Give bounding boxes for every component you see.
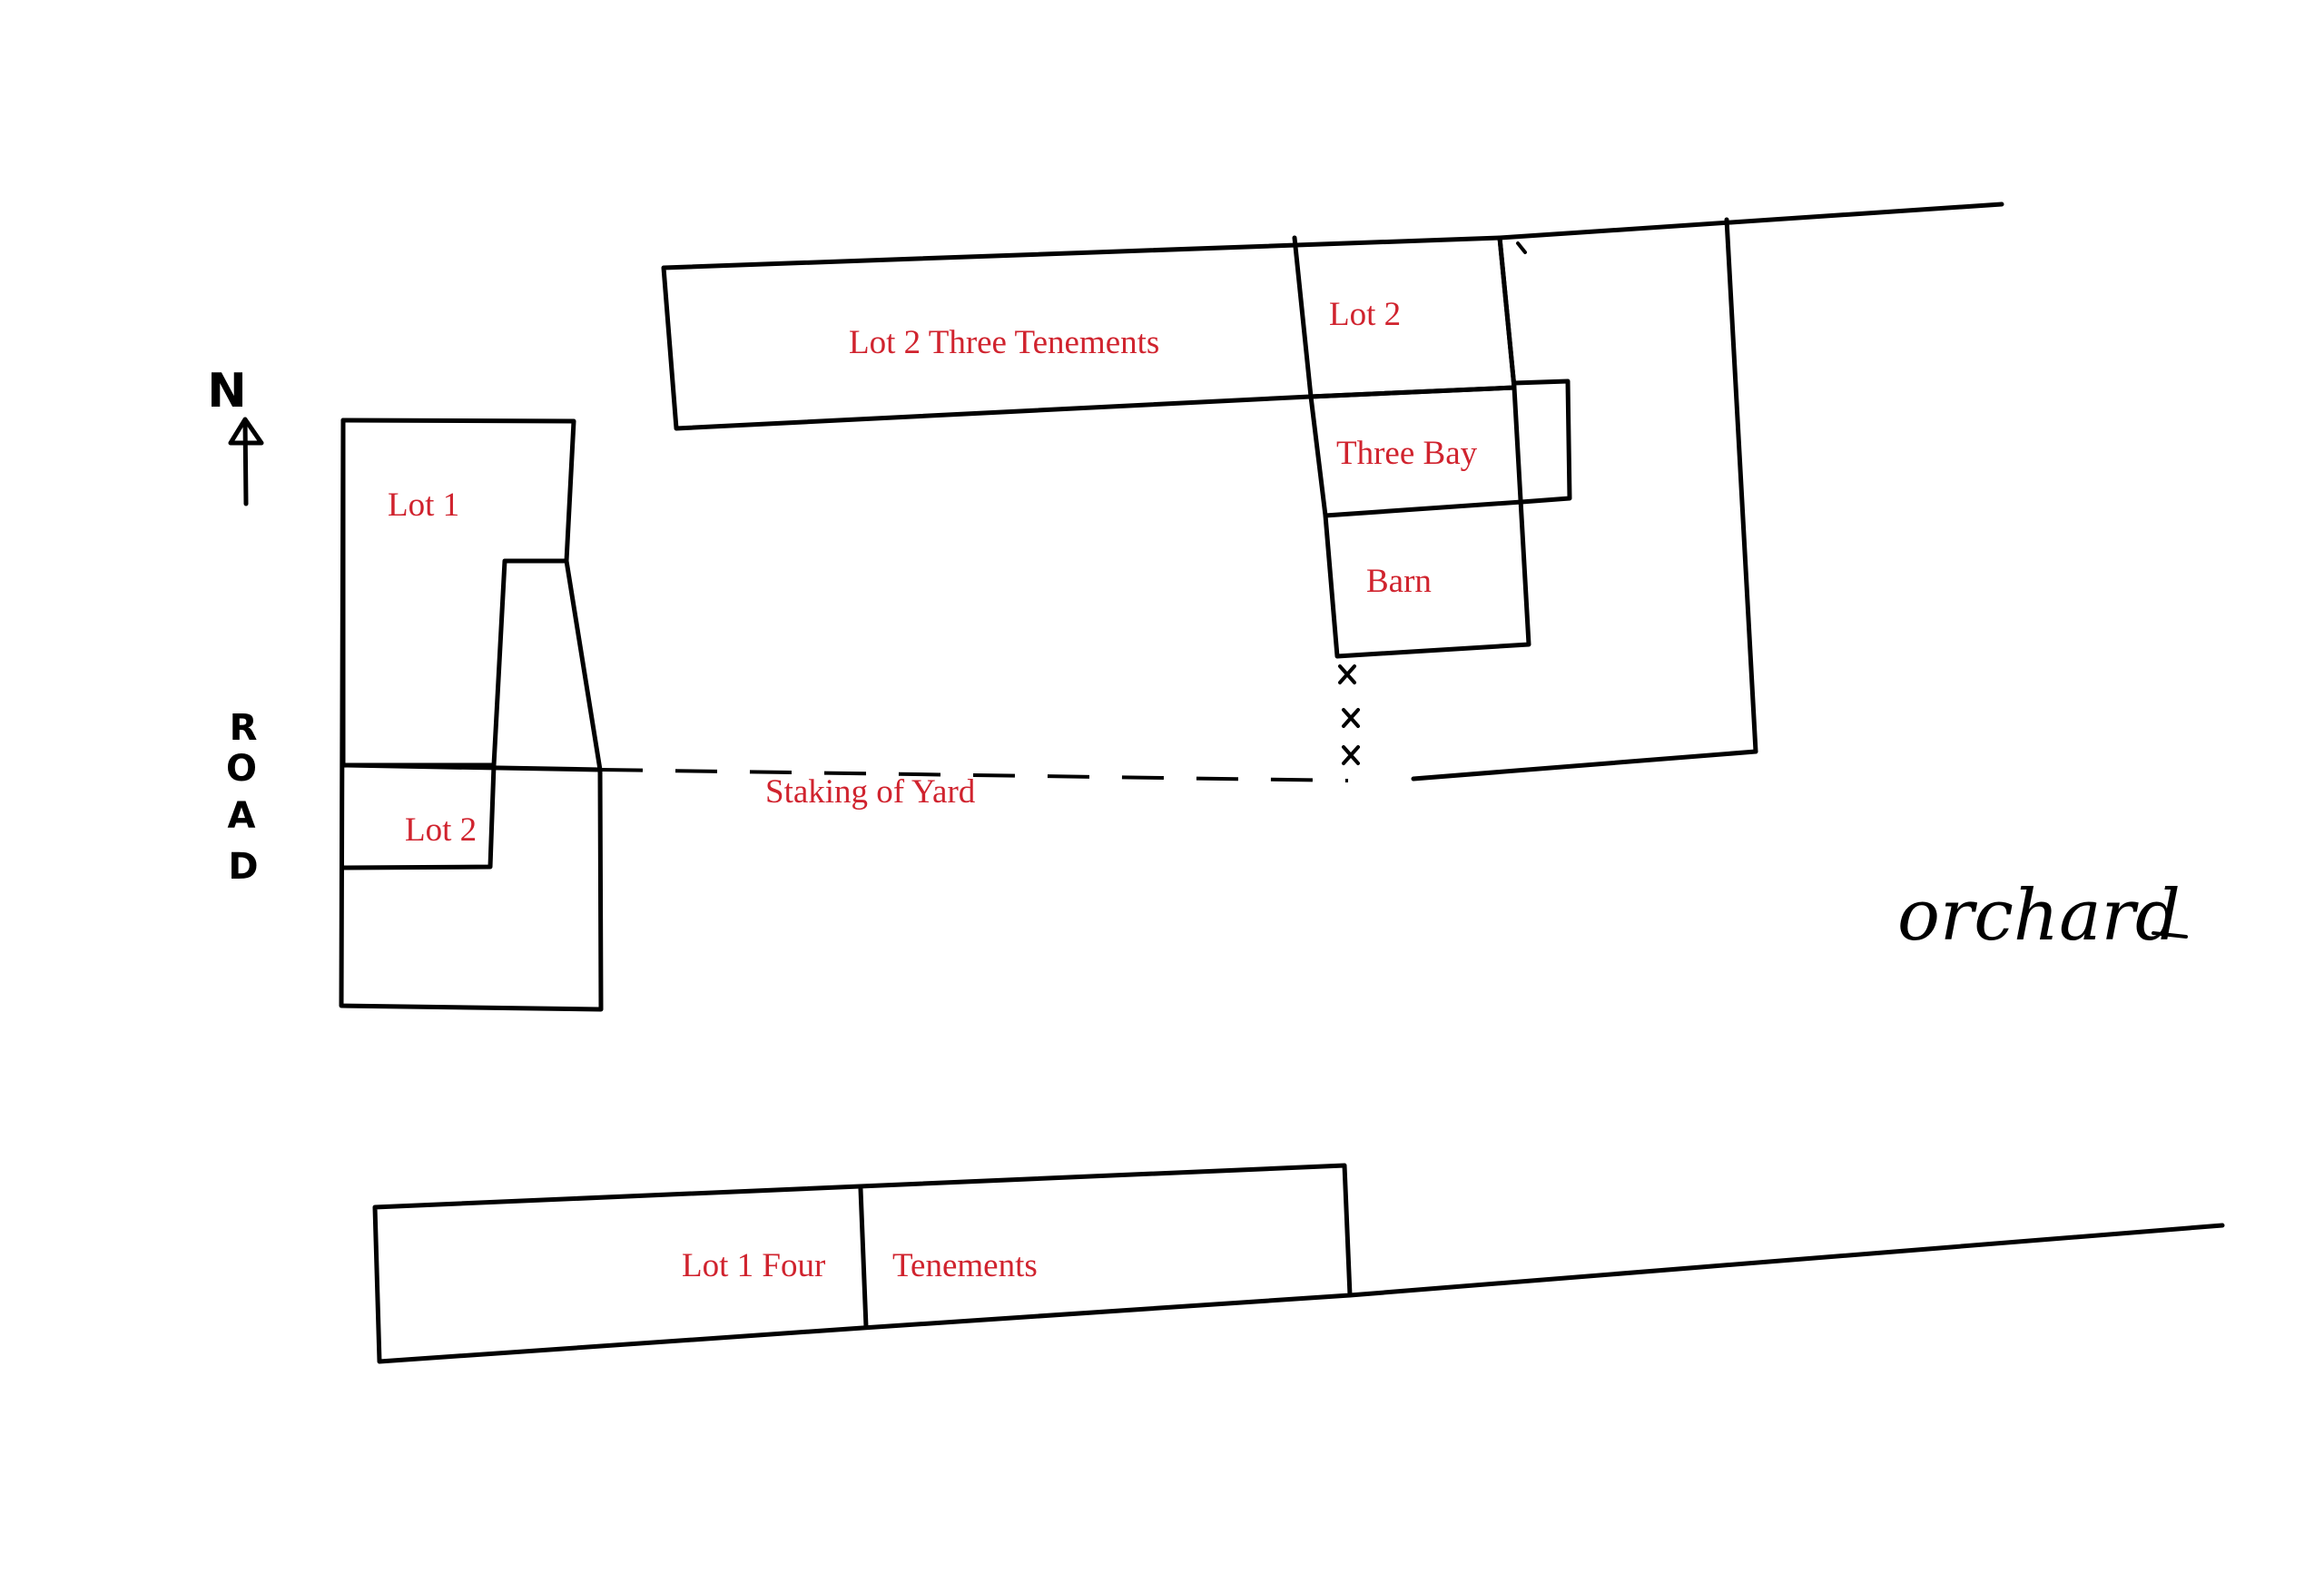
road-letter-o: O — [226, 748, 257, 790]
road-letter-r: R — [230, 707, 258, 749]
lot1-outline — [340, 418, 576, 768]
yard-lower-line — [1411, 749, 1758, 782]
barn-row-divider-2 — [1323, 499, 1524, 518]
four-tenements-building — [372, 1163, 1353, 1364]
x-mark-2 — [1342, 708, 1360, 728]
lot2-left-outline — [340, 762, 497, 870]
north-arrow-shaft — [228, 417, 264, 506]
north-arrow-icon: N — [207, 364, 264, 506]
tenements-label: Tenements — [892, 1247, 1038, 1284]
lot1-four-label: Lot 1 Four — [682, 1247, 825, 1284]
left-plot-outline — [339, 418, 604, 1012]
barn-bay-extension — [1512, 379, 1572, 505]
staking-x-marks — [1338, 664, 1360, 765]
lot-divider-line — [340, 762, 603, 772]
staking-of-yard-label: Staking of Yard — [765, 773, 976, 811]
three-bay-label: Three Bay — [1336, 435, 1478, 472]
left-plot-outer-edge — [339, 418, 604, 1012]
road-letter-d: D — [228, 846, 258, 888]
orchard-underline-tail — [2152, 931, 2188, 939]
barn-row-divider-1 — [1308, 385, 1517, 399]
lot1-slanted-edge — [564, 558, 603, 772]
barn-corner-tick — [1516, 241, 1527, 254]
x-mark-3 — [1342, 745, 1360, 765]
four-tenements-outline — [372, 1163, 1353, 1364]
lot2-right-label: Lot 2 — [1329, 296, 1401, 333]
right-boundary-line — [1724, 217, 1758, 754]
top-boundary-line — [1497, 202, 2004, 241]
orchard-label: orchard — [1897, 875, 2181, 957]
x-mark-1 — [1338, 664, 1356, 684]
road-label: R O A D — [226, 707, 259, 888]
barn-complex — [1292, 235, 1572, 659]
three-tenements-label: Lot 2 Three Tenements — [849, 324, 1159, 361]
barn-label: Barn — [1366, 563, 1432, 600]
staking-dashed-line — [600, 768, 1349, 782]
lot1-top-label: Lot 1 — [388, 487, 459, 524]
compass-letter: N — [207, 364, 247, 418]
lot2-left-label: Lot 2 — [405, 811, 477, 849]
four-tenements-divider — [858, 1186, 869, 1330]
bottom-boundary-line — [1347, 1223, 2225, 1298]
road-letter-a: A — [228, 795, 256, 837]
